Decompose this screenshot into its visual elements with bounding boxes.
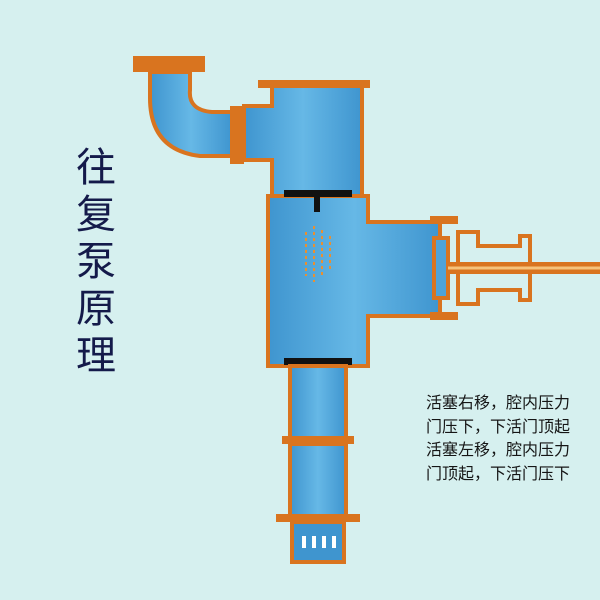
lower-valve-plate	[284, 358, 352, 365]
strainer-slots	[302, 536, 336, 548]
title-char-5: 理	[76, 333, 116, 379]
piston-flange-bottom	[430, 312, 458, 320]
suction-strainer	[290, 520, 346, 564]
suction-flange-2	[276, 514, 360, 522]
title-char-3: 泵	[76, 239, 116, 285]
suction-flange-1	[282, 436, 354, 444]
title-char-2: 复	[76, 192, 116, 238]
note-line-4: 门顶起，下活门压下	[426, 463, 571, 483]
elbow-flange	[230, 106, 244, 164]
upper-cap	[258, 80, 370, 88]
title-char-1: 往	[76, 145, 116, 191]
note-line-3: 活塞左移，腔内压力	[426, 440, 571, 459]
upper-valve-plate	[284, 190, 352, 197]
upper-valve-stem	[314, 196, 320, 212]
outlet-flange	[133, 56, 205, 72]
piston-rod-housing	[456, 230, 532, 306]
outlet-elbow	[148, 70, 234, 158]
suction-pipe-upper	[288, 364, 348, 442]
note-line-2: 门压下，下活门顶起	[426, 416, 571, 436]
piston-flange-top	[430, 216, 458, 224]
note-line-1: 活塞右移，腔内压力	[426, 393, 571, 412]
title-char-4: 原	[76, 286, 116, 332]
main-cylinder	[266, 194, 442, 368]
suction-pipe-lower	[288, 442, 348, 518]
explanation-text: 活塞右移，腔内压力 门压下，下活门顶起 活塞左移，腔内压力 门顶起，下活门压下	[426, 391, 600, 485]
piston-head	[432, 236, 450, 300]
upper-chamber	[242, 84, 364, 202]
flow-arrows	[305, 226, 331, 282]
